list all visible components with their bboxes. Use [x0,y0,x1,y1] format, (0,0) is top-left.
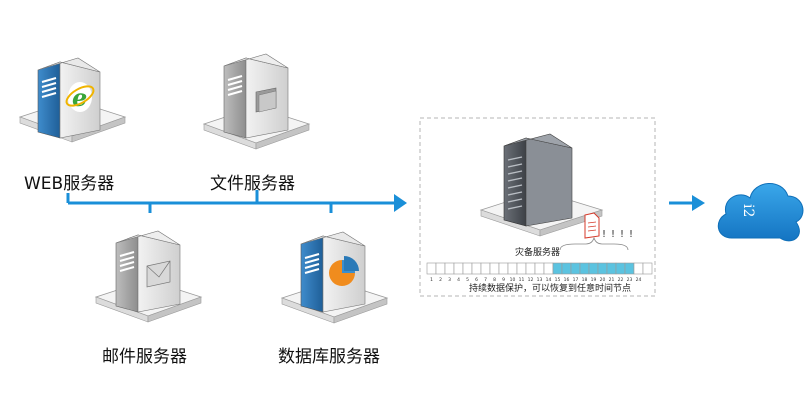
timeline-tick-label: 5 [466,277,469,283]
timeline-cell [543,262,554,275]
backup-box [419,117,656,297]
alert-mark: ! [611,229,615,240]
timeline-cell [615,262,626,275]
timeline-cell [444,262,455,275]
timeline-cell [624,262,635,275]
network-bus [66,190,396,213]
timeline-tick-label: 13 [537,277,543,283]
cloud-icon: i2 [717,183,804,242]
timeline-cell [633,262,644,275]
timeline-cell [489,262,500,275]
timeline-cell [516,262,527,275]
backup-server [479,133,604,237]
document-icon [584,212,600,239]
timeline-tick-label: 7 [484,277,487,283]
timeline-cell [507,262,518,275]
database-server-label: 数据库服务器 [278,347,380,367]
timeline-tick-label: 18 [582,277,588,283]
timeline-cell [570,262,581,275]
timeline-cell [525,262,536,275]
timeline-cell [534,262,545,275]
timeline-tick-label: 20 [600,277,606,283]
timeline-tick-label: 15 [555,277,561,283]
timeline-tick-label: 10 [510,277,516,283]
timeline-tick-label: 11 [519,277,525,283]
timeline-cell [642,262,653,275]
database-server [280,231,389,324]
timeline-tick-label: 23 [627,277,633,283]
web-server: e [18,57,127,143]
timeline-cell [552,262,563,275]
timeline-tick-label: 14 [546,277,552,283]
timeline-tick-label: 22 [618,277,624,283]
timeline-tick-label: 24 [636,277,642,283]
timeline-tick-label: 19 [591,277,597,283]
file-server [202,53,311,150]
timeline-cell [606,262,617,275]
web-server-label: WEB服务器 [24,174,115,194]
cloud-text: i2 [740,204,756,217]
timeline-tick-label: 8 [493,277,496,283]
timeline-cell [435,262,446,275]
range-brace [559,236,629,251]
timeline-tick-label: 21 [609,277,615,283]
backup-server-label: 灾备服务器 [515,248,561,258]
timeline-cell [453,262,464,275]
alert-mark: ! [620,229,624,240]
timeline-cell [561,262,572,275]
timeline-caption: 持续数据保护，可以恢复到任意时间节点 [469,284,632,294]
timeline-cell [480,262,491,275]
timeline-tick-label: 12 [528,277,534,283]
timeline-tick-label: 9 [502,277,505,283]
timeline-cell [498,262,509,275]
alert-mark: ! [602,229,606,240]
ie-logo-icon: e [65,82,95,112]
timeline-cell [588,262,599,275]
pie-chart-icon [329,256,359,286]
arrow-to-backup [394,194,407,212]
timeline-cell [597,262,608,275]
alert-mark: ! [629,229,633,240]
timeline-tick-label: 1 [430,277,433,283]
arrow-to-cloud-head [692,195,705,211]
timeline-cell [426,262,437,275]
mail-icon [146,260,171,288]
file-server-label: 文件服务器 [210,174,295,194]
timeline-cell [471,262,482,275]
folder-icon [255,87,277,113]
mail-server [94,230,203,323]
timeline-tick-label: 3 [448,277,451,283]
timeline-cell [462,262,473,275]
mail-server-label: 邮件服务器 [102,347,187,367]
alert-marks: !!!! [602,229,633,240]
timeline-cell [579,262,590,275]
timeline-tick-label: 17 [573,277,579,283]
timeline-tick-label: 4 [457,277,460,283]
timeline-tick-label: 16 [564,277,570,283]
timeline-tick-label: 2 [439,277,442,283]
timeline-tick-label: 6 [475,277,478,283]
